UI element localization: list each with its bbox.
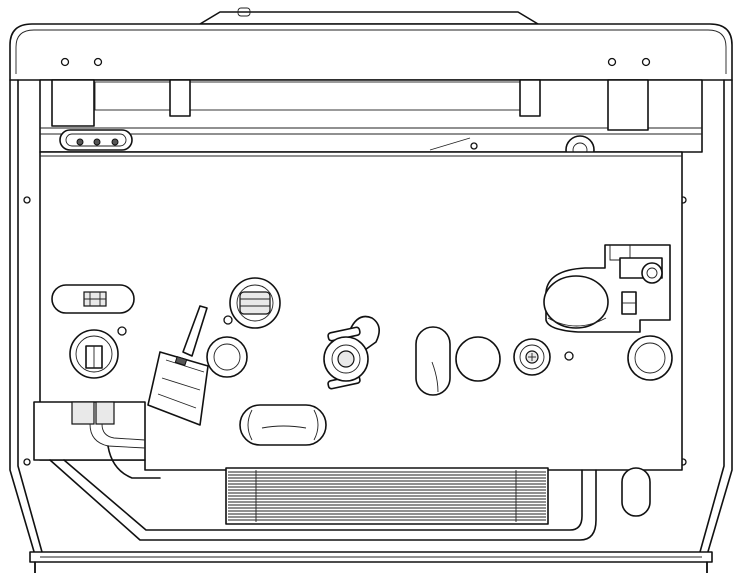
safety-clip-fitting (323, 315, 380, 390)
pressure-gauge-left (69, 329, 119, 379)
rear-bracket-left (51, 79, 191, 127)
mounting-bracket (39, 79, 703, 153)
round-cap-center (455, 336, 501, 382)
fitting-center (206, 336, 248, 378)
bottom-pipe-loop (49, 445, 651, 541)
inspection-slot (239, 404, 327, 446)
expansion-vessel-pump (543, 244, 671, 333)
oval-cutout-center (415, 326, 451, 396)
top-cover (9, 7, 733, 81)
electrical-terminal-strip (59, 129, 133, 151)
adjustment-screw (513, 338, 574, 376)
fitting-right (627, 335, 673, 381)
rear-bracket-right (519, 79, 649, 131)
drain-cock-valve (147, 305, 209, 426)
left-pipe-elbow (33, 401, 146, 461)
base-tray (29, 551, 713, 573)
threaded-fitting-left (51, 284, 135, 336)
heat-exchanger-fins (225, 467, 549, 525)
fitting-upper (223, 277, 281, 329)
